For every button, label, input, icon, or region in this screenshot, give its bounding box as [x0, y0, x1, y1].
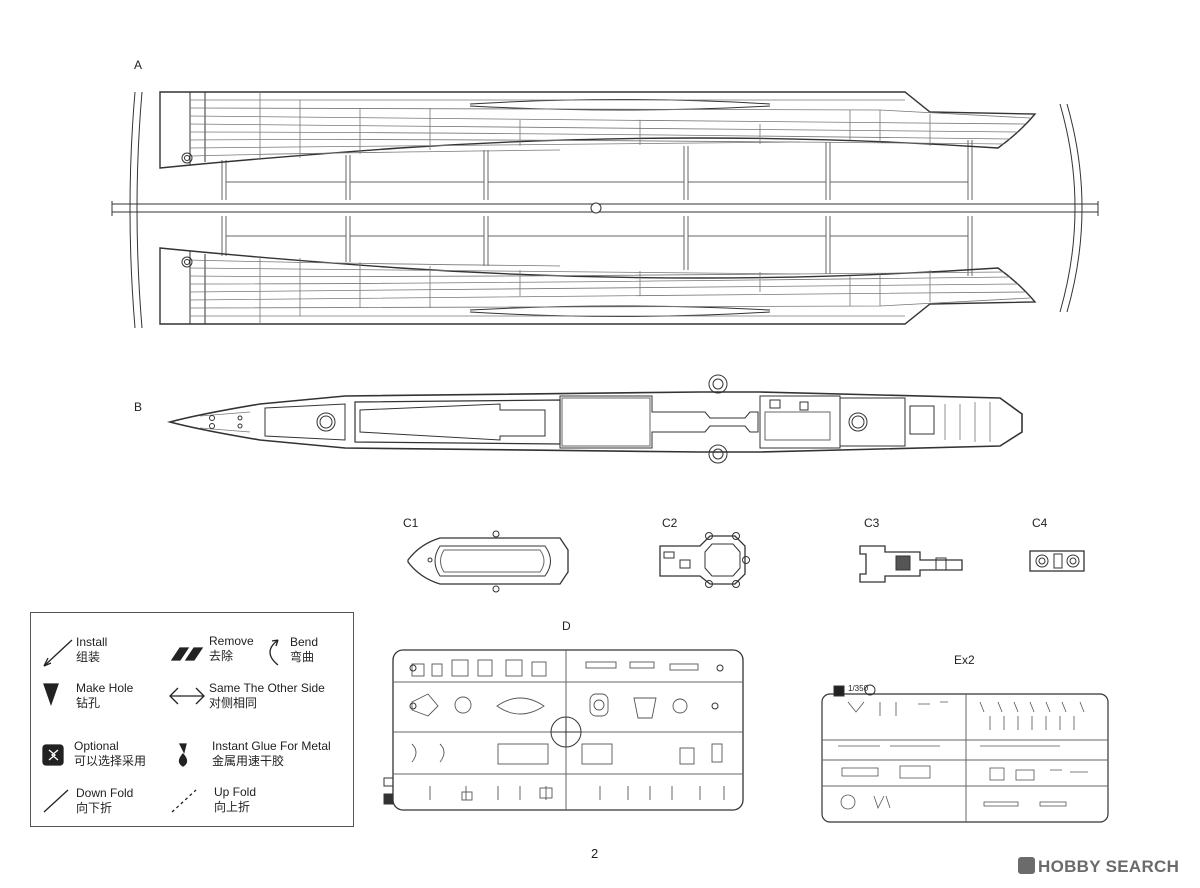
bend-arrow-icon [269, 639, 279, 666]
drill-icon [43, 683, 59, 706]
part-c3 [859, 545, 963, 583]
part-c2 [659, 532, 750, 588]
part-c4 [1029, 550, 1085, 572]
ex2-scale-label: 1/350 [848, 684, 869, 693]
hull-half-lower [159, 247, 1037, 325]
sprue-label-d: D [562, 619, 571, 633]
sprue-label-a: A [134, 58, 143, 72]
sprue-label-ex2: Ex2 [954, 653, 975, 667]
part-label-c4: C4 [1032, 516, 1048, 530]
sprue-d [383, 649, 744, 811]
symbol-legend [30, 612, 354, 827]
sprue-a-frame [111, 91, 1099, 329]
legend-icons [42, 639, 279, 813]
down-fold-line-icon [43, 789, 69, 813]
part-c1 [407, 530, 569, 593]
page-number: 2 [591, 846, 599, 861]
part-label-c2: C2 [662, 516, 678, 530]
remove-cut-icon [170, 647, 204, 661]
glue-icon [178, 743, 188, 767]
part-label-c1: C1 [403, 516, 419, 530]
double-arrow-icon [169, 687, 205, 705]
sprue-ex2 [821, 684, 1109, 823]
part-label-c3: C3 [864, 516, 880, 530]
hull-half-upper [159, 91, 1037, 169]
sprue-b-deck [166, 374, 1023, 464]
watermark: HOBBY SEARCH [1038, 857, 1180, 876]
watermark-logo-icon [1018, 857, 1035, 874]
install-arrow-icon [43, 639, 73, 667]
sprue-label-b: B [134, 400, 143, 414]
